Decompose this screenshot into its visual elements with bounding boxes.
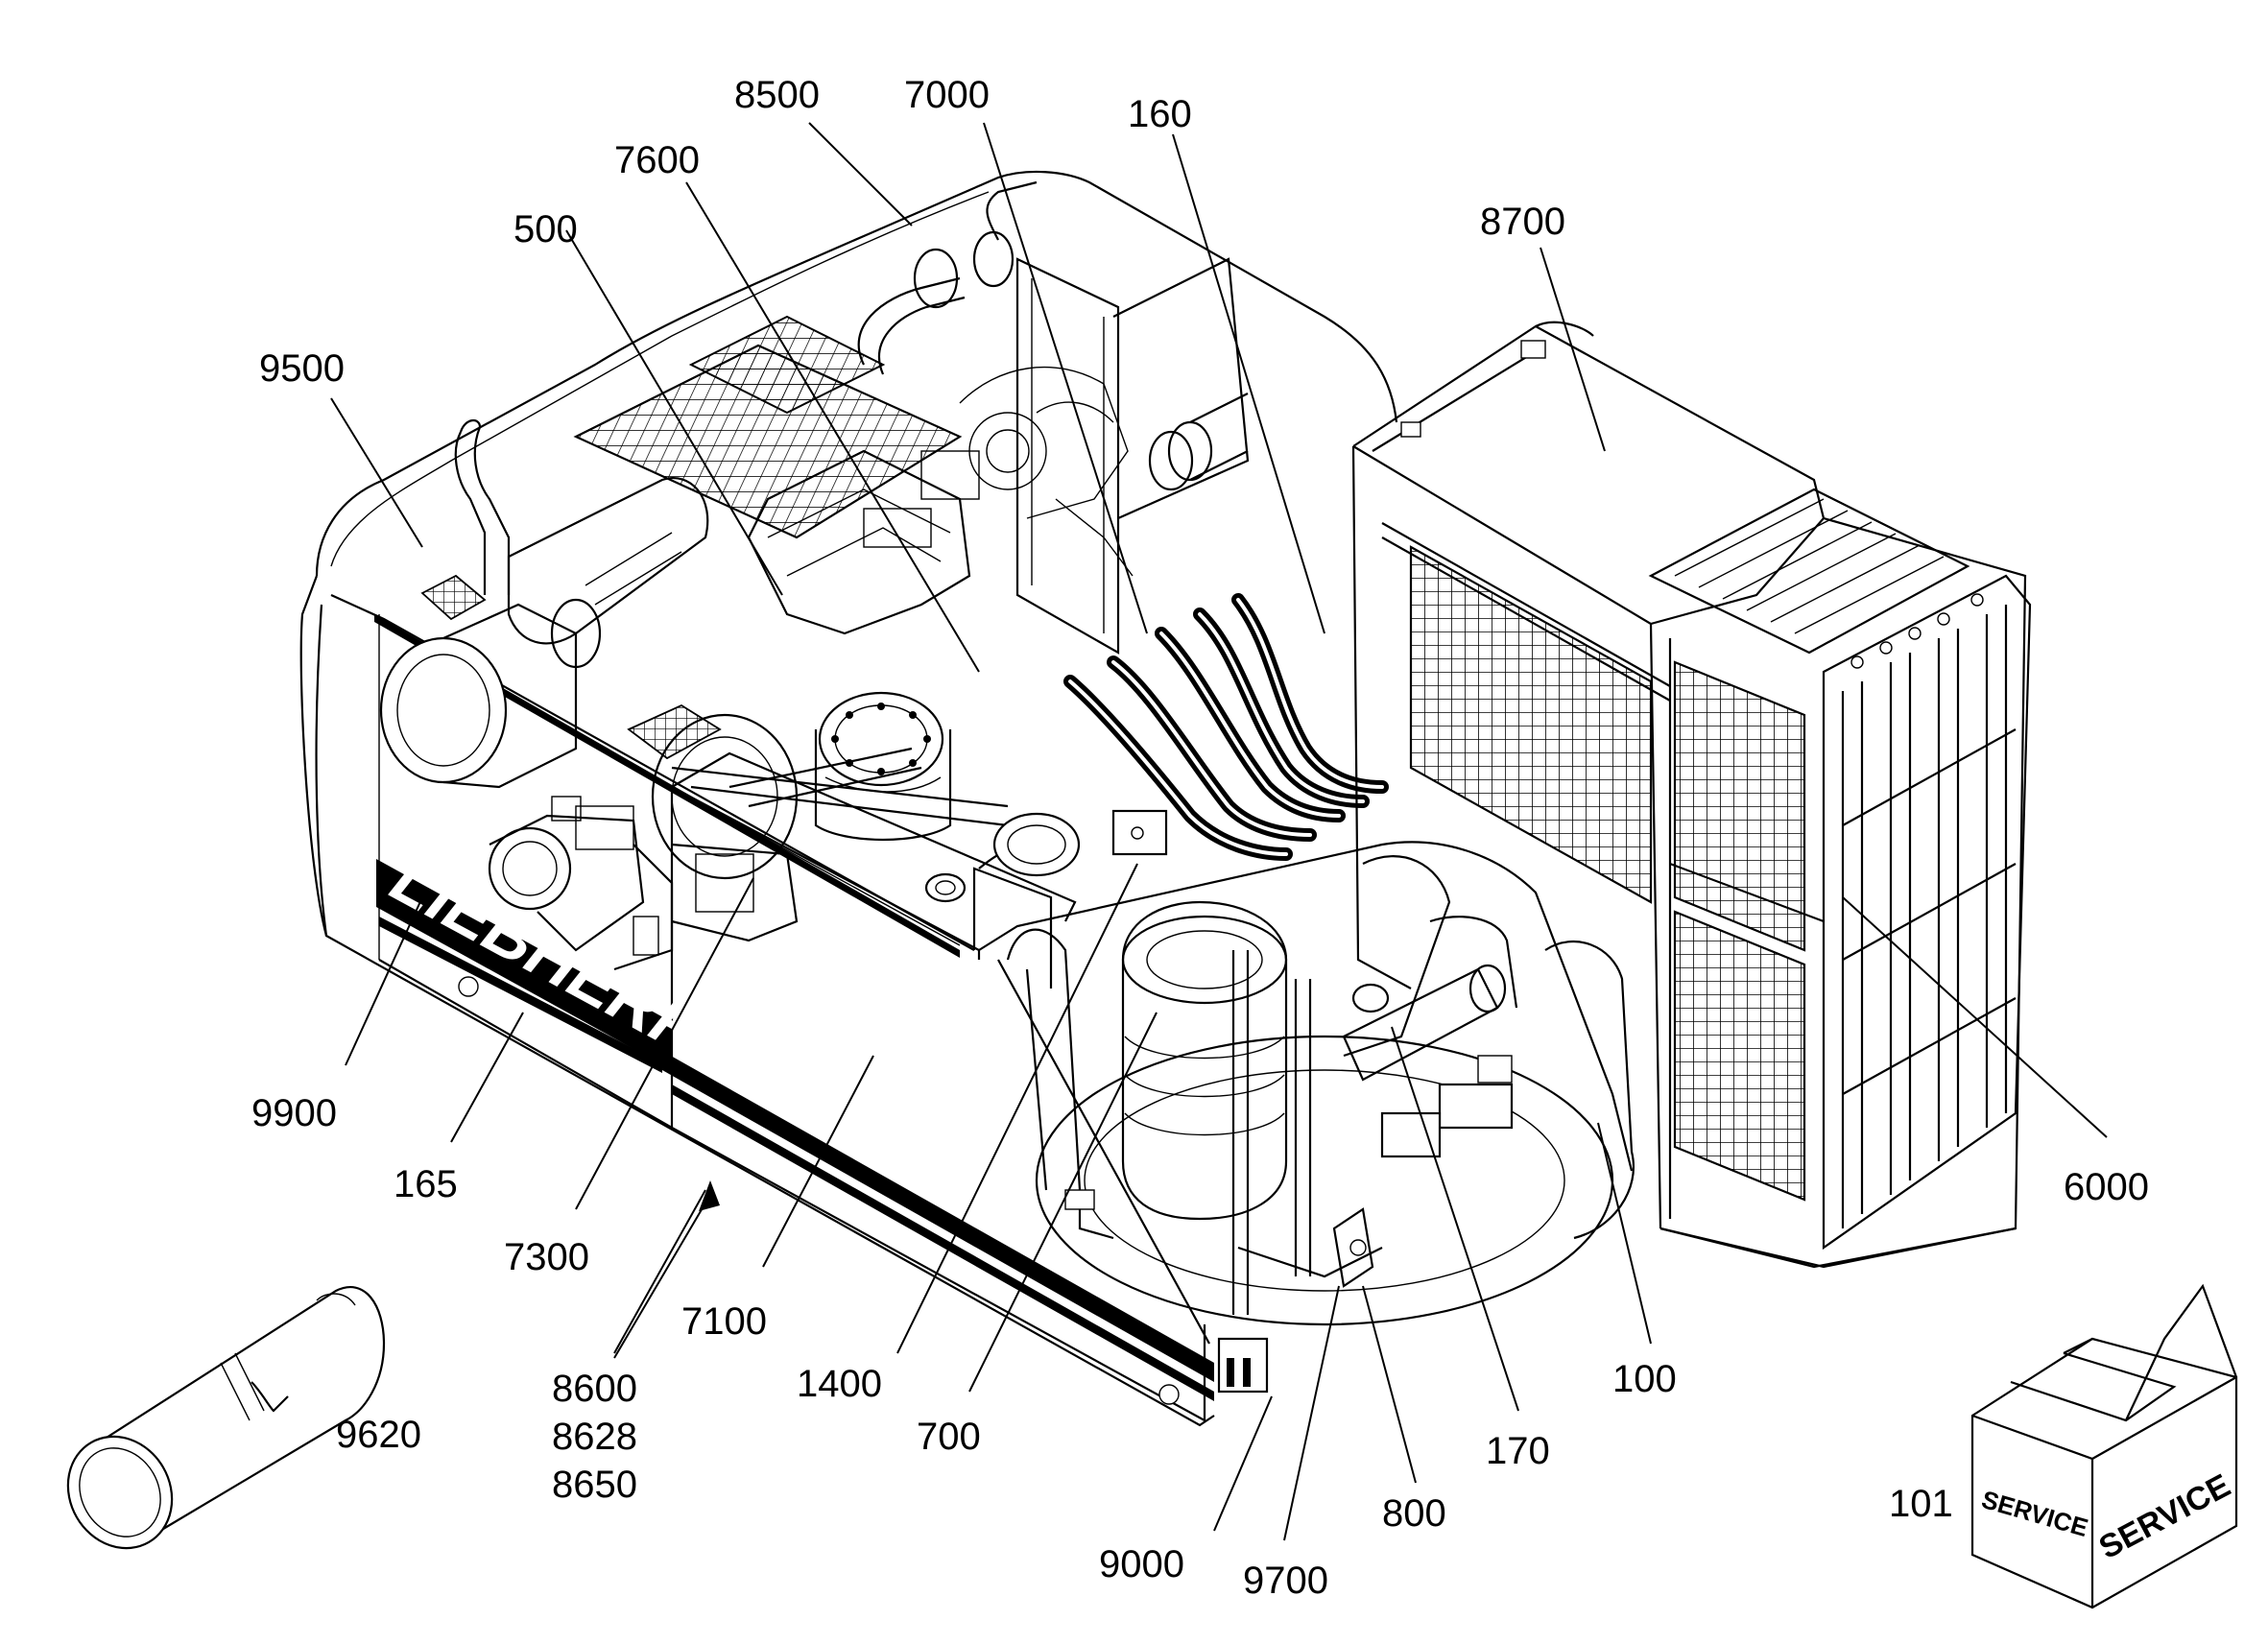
callout-700: 700 — [917, 1416, 981, 1458]
callout-7000: 7000 — [904, 74, 990, 116]
callout-9620: 9620 — [336, 1414, 421, 1456]
callout-7300: 7300 — [504, 1236, 589, 1278]
callout-1400: 1400 — [797, 1363, 882, 1405]
upper-housing — [299, 170, 1398, 1427]
callout-labels: 8500 7000 160 7600 500 8700 9500 9900 16… — [251, 74, 2149, 1602]
hydraulic-hoses — [1063, 593, 1389, 861]
service-label-left: SERVICE — [1978, 1485, 2091, 1542]
leader-lines — [330, 122, 2108, 1541]
side-stripes — [374, 614, 1214, 1401]
callout-800: 800 — [1382, 1492, 1446, 1535]
callout-170: 170 — [1486, 1430, 1550, 1472]
callout-500: 500 — [513, 208, 578, 250]
callout-9000: 9000 — [1099, 1543, 1184, 1585]
service-label-right: SERVICE — [2093, 1467, 2236, 1566]
arrow-8600 — [613, 1180, 720, 1359]
callout-9700: 9700 — [1243, 1560, 1328, 1602]
callout-8700: 8700 — [1480, 201, 1565, 243]
document-roll — [66, 1285, 386, 1550]
callout-7600: 7600 — [614, 139, 700, 181]
callout-9900: 9900 — [251, 1092, 337, 1134]
operator-cab — [1351, 321, 2032, 1269]
callout-8600: 8600 — [552, 1368, 637, 1410]
callout-9500: 9500 — [259, 347, 345, 390]
callout-8650: 8650 — [552, 1464, 637, 1506]
callout-101: 101 — [1889, 1483, 1953, 1525]
callout-100: 100 — [1612, 1358, 1677, 1400]
callout-8500: 8500 — [734, 74, 820, 116]
callout-165: 165 — [394, 1163, 458, 1205]
engine-compartment — [379, 180, 1250, 971]
callout-160: 160 — [1128, 93, 1192, 135]
callout-7100: 7100 — [681, 1300, 767, 1343]
callout-8628: 8628 — [552, 1416, 637, 1458]
service-box: SERVICE SERVICE — [1970, 1283, 2238, 1609]
callout-6000: 6000 — [2064, 1166, 2149, 1208]
